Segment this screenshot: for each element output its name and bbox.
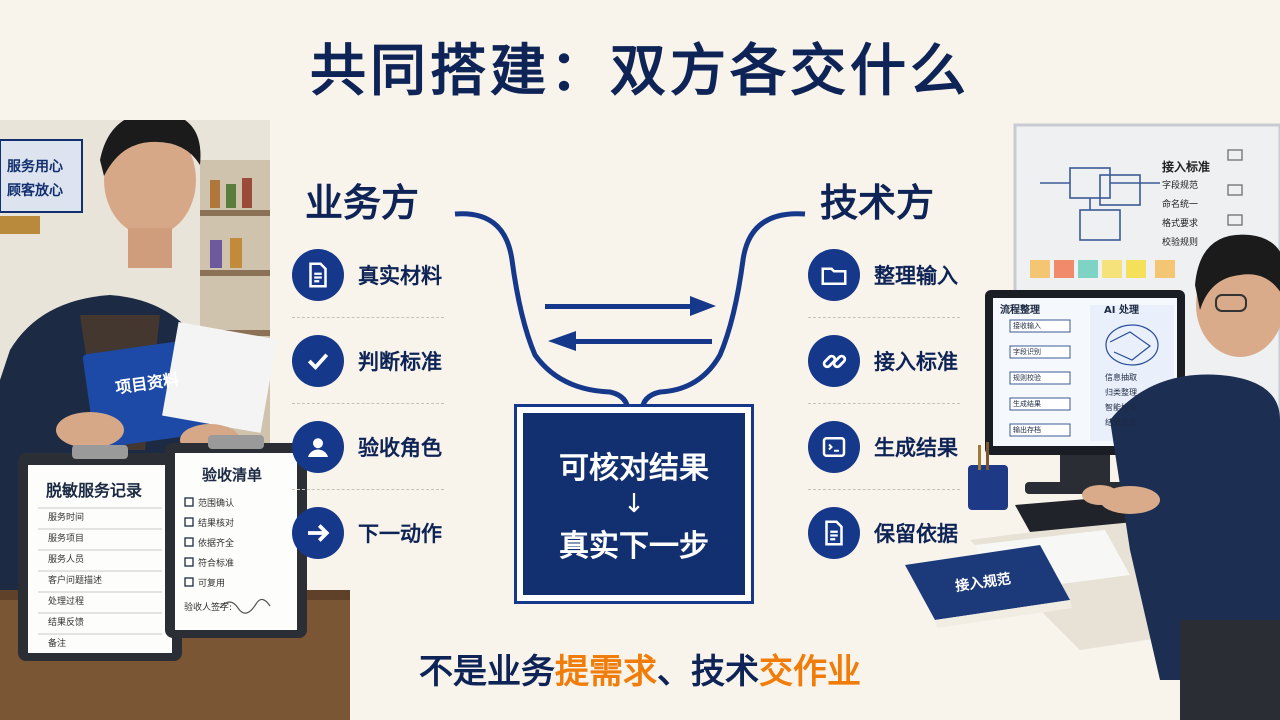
tech-scene: 接入标准 字段规范 命名统一 格式要求 校验规则 流程整理 接收输入 字段识别 … <box>900 120 1280 720</box>
ai-item: 信息抽取 <box>1105 373 1137 382</box>
checklist-item: 依据齐全 <box>198 539 235 549</box>
document-icon <box>808 507 860 559</box>
record-board-title: 脱敏服务记录 <box>46 481 143 500</box>
flow-step: 字段识别 <box>1013 348 1041 356</box>
tech-item-organize-input: 整理输入 <box>808 232 960 318</box>
store-background <box>0 120 350 720</box>
arrow-right-icon <box>292 507 344 559</box>
checklist-item: 符合标准 <box>198 559 235 569</box>
flow-step: 规则校验 <box>1013 374 1041 382</box>
checklist-item: 范围确认 <box>198 499 235 509</box>
business-heading: 业务方 <box>305 181 420 225</box>
tagline-highlight-1: 提需求 <box>555 652 657 692</box>
link-icon <box>808 334 860 387</box>
ai-item: 结果生成 <box>1105 418 1137 427</box>
tech-item-list: 整理输入 接入标准 生成结果 保留依据 <box>808 232 968 576</box>
tech-item-keep-evidence: 保留依据 <box>808 490 960 576</box>
record-row: 处理过程 <box>48 597 85 607</box>
checklist-board-title: 验收清单 <box>202 466 263 484</box>
record-row: 客户问题描述 <box>48 576 103 586</box>
tech-heading: 技术方 <box>820 181 935 225</box>
tech-item-label: 生成结果 <box>874 435 958 460</box>
record-row: 结果反馈 <box>48 618 85 628</box>
result-line-verifiable: 可核对结果 <box>559 451 709 486</box>
flow-step: 输出存档 <box>1013 426 1041 434</box>
business-item-criteria: 判断标准 <box>292 318 444 404</box>
whiteboard-title: 接入标准 <box>1162 160 1211 174</box>
flow-step: 生成结果 <box>1013 400 1041 408</box>
terminal-icon <box>808 420 860 473</box>
business-item-label: 验收角色 <box>358 435 442 460</box>
store-sign-line1: 服务用心 <box>7 159 63 175</box>
bottom-tagline: 不是业务提需求、技术交作业 <box>0 644 1280 693</box>
tagline-part-2: 、技术 <box>657 652 759 692</box>
business-item-materials: 真实材料 <box>292 232 444 318</box>
whiteboard-item: 格式要求 <box>1162 219 1199 229</box>
document-icon <box>292 248 344 301</box>
business-scene: 服务用心 顾客放心 项目资料 脱敏服务记录 服务时间 服务项目 服务人员 客户问… <box>0 120 360 720</box>
result-box-inner: 可核对结果 ↓ 真实下一步 <box>523 413 745 595</box>
business-item-label: 下一动作 <box>358 522 442 546</box>
business-item-list: 真实材料 判断标准 验收角色 下一动作 <box>292 232 452 576</box>
checklist-items: 范围确认 结果核对 依据齐全 符合标准 可复用 <box>198 496 293 596</box>
ai-item: 归类整理 <box>1105 388 1137 397</box>
checklist-item: 可复用 <box>198 579 226 589</box>
result-line-next-step: 真实下一步 <box>559 529 709 564</box>
whiteboard-items: 字段规范 命名统一 格式要求 校验规则 <box>1162 178 1232 254</box>
tech-item-label: 接入标准 <box>874 349 958 374</box>
store-sign-line2: 顾客放心 <box>7 183 63 199</box>
result-box: 可核对结果 ↓ 真实下一步 <box>514 404 754 604</box>
business-item-label: 真实材料 <box>358 263 442 288</box>
record-row: 服务项目 <box>48 534 85 544</box>
record-row: 服务时间 <box>48 513 85 523</box>
arrow-right-connector <box>545 296 716 316</box>
tech-item-label: 保留依据 <box>874 522 958 546</box>
page-title: 共同搭建：双方各交什么 <box>310 39 970 104</box>
business-item-label: 判断标准 <box>358 349 442 374</box>
whiteboard-item: 校验规则 <box>1162 238 1199 248</box>
monitor-ai-items: 信息抽取 归类整理 智能校验 结果生成 <box>1105 372 1175 432</box>
record-row: 服务人员 <box>48 555 85 565</box>
ai-item: 智能校验 <box>1105 403 1137 412</box>
monitor-flow-steps: 接收输入 字段识别 规则校验 生成结果 输出存档 <box>1013 320 1071 450</box>
folder-icon <box>808 248 860 301</box>
tech-item-label: 整理输入 <box>874 263 958 288</box>
tech-item-generate-result: 生成结果 <box>808 404 960 490</box>
business-item-next-action: 下一动作 <box>292 490 444 576</box>
record-board-rows: 服务时间 服务项目 服务人员 客户问题描述 处理过程 结果反馈 备注 <box>48 510 168 657</box>
office-background <box>905 123 1280 720</box>
monitor-ai-title: AI 处理 <box>1104 305 1139 316</box>
user-icon <box>292 420 344 473</box>
tagline-highlight-2: 交作业 <box>759 652 861 692</box>
checklist-item: 结果核对 <box>198 519 235 529</box>
arrow-left-connector <box>548 331 712 351</box>
tech-item-integration-standard: 接入标准 <box>808 318 960 404</box>
whiteboard-item: 字段规范 <box>1162 181 1199 191</box>
check-icon <box>292 334 344 387</box>
business-item-role: 验收角色 <box>292 404 444 490</box>
flow-step: 接收输入 <box>1013 322 1041 330</box>
arrow-down-icon: ↓ <box>623 489 645 519</box>
tagline-part-1: 不是业务 <box>419 652 555 692</box>
whiteboard-item: 命名统一 <box>1162 200 1199 210</box>
monitor-flow-title: 流程整理 <box>1000 305 1040 316</box>
record-row: 备注 <box>48 639 67 649</box>
checklist-signature-label: 验收人签字: <box>184 603 233 613</box>
